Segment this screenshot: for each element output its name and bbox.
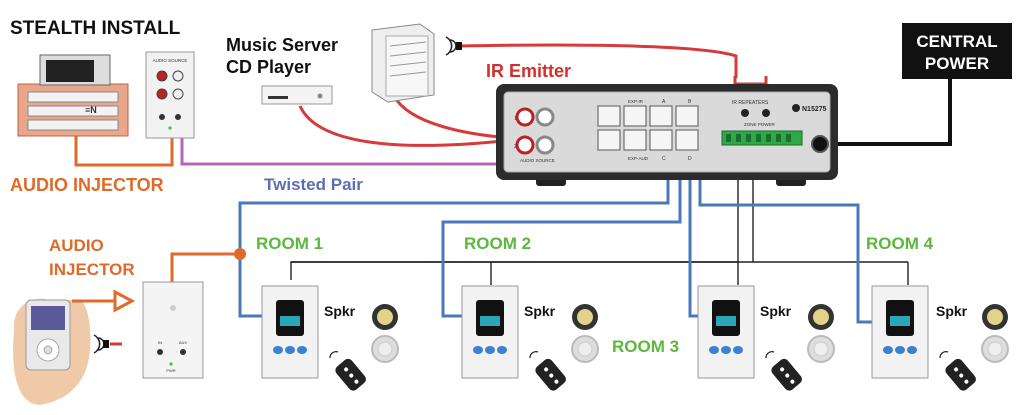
hub-port-b: B — [688, 99, 692, 105]
central-power-line2: POWER — [925, 54, 989, 73]
hub-model-label: N15275 — [802, 106, 827, 113]
injector-arrow — [72, 289, 136, 313]
room-4-speaker-2-cone — [987, 341, 1003, 357]
room-4-keypad-button — [907, 346, 917, 354]
room-4-ir-wave — [939, 351, 949, 359]
audio-injector-left-label-line2: INJECTOR — [49, 260, 135, 279]
room-1-label: ROOM 1 — [256, 234, 324, 253]
room-2-label: ROOM 2 — [464, 234, 532, 253]
room-3-keypad-button — [733, 346, 743, 354]
room-4-keypad-display — [890, 316, 910, 326]
room-1-keypad-button — [297, 346, 307, 354]
cd-player-label: CD Player — [226, 57, 312, 77]
spkr-label-room4: Spkr — [936, 303, 968, 319]
hub-unit: 1 2 AUDIO SOURCE EXP-IR EXP-AUD A B C D … — [496, 84, 838, 186]
room-4-label: ROOM 4 — [866, 234, 934, 253]
room-3-speaker-1-cone — [813, 309, 829, 325]
ir-emitter-bulb — [445, 36, 462, 56]
room-2-speaker-2-cone — [577, 341, 593, 357]
injector-aux-label: AUX — [179, 340, 188, 345]
power-cable — [828, 78, 952, 146]
audio-injector-plate: IN AUX PWR — [142, 281, 204, 379]
room-1-keypad-button — [285, 346, 295, 354]
twisted-pair-label: Twisted Pair — [264, 175, 363, 194]
ipod-in-hand — [13, 298, 91, 405]
room-1-speaker-2-cone — [377, 341, 393, 357]
room-4-keypad-button — [895, 346, 905, 354]
room-2-ir-wave — [529, 351, 539, 359]
twisted-pair-cables — [238, 176, 873, 324]
audio-injector-label: AUDIO INJECTOR — [10, 175, 164, 195]
room-3-keypad-button — [721, 346, 731, 354]
room-1-unit — [261, 285, 399, 391]
room-4-unit — [871, 285, 1009, 391]
central-power-box: CENTRAL POWER — [902, 23, 1012, 79]
room-3-remote — [771, 358, 802, 391]
room-4-remote — [945, 358, 976, 391]
room-3-keypad-button — [709, 346, 719, 354]
room-4-speaker-1-cone — [987, 309, 1003, 325]
room-2-remote — [535, 358, 566, 391]
hub-zone-power-label: ZONE POWER — [744, 122, 776, 127]
room-4-keypad-button — [883, 346, 893, 354]
room-2-unit — [461, 285, 599, 391]
speaker-wires — [290, 180, 909, 285]
hub-exp-aud-label: EXP-AUD — [628, 156, 649, 161]
stealth-cabinet: ≡N — [17, 54, 129, 137]
room-1-speaker-1-cone — [377, 309, 393, 325]
room-3-label: ROOM 3 — [612, 337, 680, 356]
hub-exp-ir-label: EXP-IR — [628, 99, 644, 104]
room-2-keypad-button — [473, 346, 483, 354]
music-server — [371, 23, 435, 103]
hub-port-c: C — [662, 156, 666, 162]
spkr-label-room2: Spkr — [524, 303, 556, 319]
left-ir-bulb — [93, 334, 109, 354]
audio-source-wall-plate: AUDIO SOURCE — [145, 51, 195, 139]
ir-emitter-label: IR Emitter — [486, 61, 572, 81]
music-server-label: Music Server — [226, 35, 339, 55]
room-3-keypad-display — [716, 316, 736, 326]
hub-port-d: D — [688, 156, 692, 162]
room-1-ir-wave — [329, 351, 339, 359]
room-3-unit — [697, 285, 835, 391]
room-1-remote — [335, 358, 366, 391]
svg-text:≡N: ≡N — [85, 105, 97, 115]
cd-player — [261, 85, 333, 105]
room-1-keypad-display — [280, 316, 300, 326]
room-1-keypad-button — [273, 346, 283, 354]
room-3-ir-wave — [765, 351, 775, 359]
room-2-speaker-1-cone — [577, 309, 593, 325]
hub-port-a: A — [662, 99, 666, 105]
spkr-label-room1: Spkr — [324, 303, 356, 319]
hub-label-1: 1 — [514, 116, 517, 122]
spkr-label-room3: Spkr — [760, 303, 792, 319]
room-2-keypad-button — [485, 346, 495, 354]
room-2-keypad-display — [480, 316, 500, 326]
wall-plate-title: AUDIO SOURCE — [153, 58, 188, 63]
room-2-keypad-button — [497, 346, 507, 354]
room-units — [261, 285, 1009, 391]
hub-label-2: 2 — [514, 144, 517, 150]
central-power-line1: CENTRAL — [916, 32, 997, 51]
hub-ir-repeaters-label: IR REPEATERS — [732, 100, 769, 106]
hub-audio-source-label: AUDIO SOURCE — [520, 158, 555, 163]
room-3-speaker-2-cone — [813, 341, 829, 357]
stealth-install-label: STEALTH INSTALL — [10, 18, 181, 39]
injector-pwr-label: PWR — [166, 368, 175, 373]
audio-injector-left-label-line1: AUDIO — [49, 236, 104, 255]
injector-in-label: IN — [158, 340, 162, 345]
